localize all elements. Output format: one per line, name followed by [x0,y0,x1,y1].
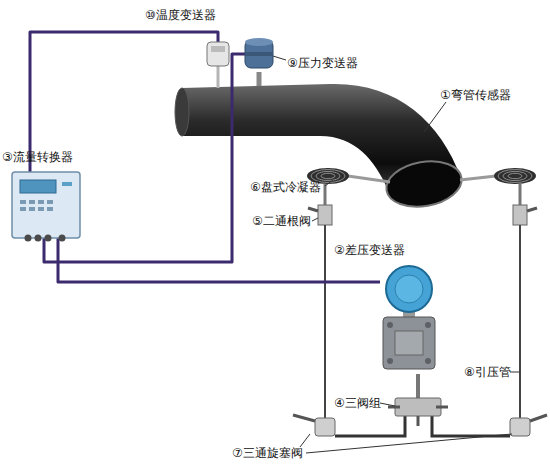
cock-handle [530,415,547,421]
transmitter-cap [211,46,225,52]
three-way-cock [315,418,335,436]
condenser-coil [321,173,335,178]
leader-line [312,218,318,221]
callout-label: ⑦三通旋塞阀 [232,446,303,460]
keypad-key [20,200,26,204]
pipe-opening [383,156,465,213]
three-way-cock [510,418,530,436]
device-label: ⑩温度变送器 [145,8,216,22]
device-shape [207,42,229,66]
leader-line [380,403,395,406]
device-label: ⑨压力变送器 [287,56,358,70]
cable-gland [25,235,32,242]
tube [348,176,390,182]
valve-manifold [395,398,441,416]
transmitter-band [245,52,273,56]
transmitter-head [386,266,432,312]
flange-bolt [387,322,393,328]
cable-gland [35,235,42,242]
keypad-key [47,207,53,211]
transmitter-cap [245,38,273,46]
callout-label: ⑥盘式冷凝器 [250,180,321,194]
callout-label: ⑤二通根阀 [252,214,311,228]
lcd-screen [20,180,56,193]
tube [416,374,420,398]
sensor-stem [257,72,262,86]
keypad-key [38,207,44,211]
device-shape [245,36,273,72]
valve-handle [417,416,420,426]
transmitter-cover [395,275,423,303]
condenser-coil [508,173,522,178]
condenser-coil [316,171,340,180]
impulse-pipe [324,225,326,418]
flange-bolt [425,322,431,328]
status-led [62,182,72,186]
transmitter-head [207,42,229,66]
converter-body [12,172,80,238]
device-node: ③流量转换器 [12,172,80,238]
device-node: ⑩温度变送器 [207,42,229,66]
root-valve [513,205,527,225]
leader-line [273,56,286,60]
leader-line [300,434,310,447]
pipe-end [175,88,189,136]
tube [460,176,496,180]
impulse-pipe [432,416,510,436]
device-node: ⑨压力变送器 [245,36,273,72]
sensor-stem [217,66,220,88]
signal-wire [58,238,380,282]
device-shape [380,265,438,375]
valve-handle [527,208,537,211]
keypad-key [29,207,35,211]
device-label: ②差压变送器 [334,243,405,257]
flange [395,331,423,355]
impulse-pipe [519,225,521,418]
leader-line [325,180,333,186]
valve-handle [436,406,448,409]
condenser-coil [498,170,532,183]
leader-line [510,372,520,373]
cock-handle [293,415,315,421]
device-label: ③流量转换器 [2,150,73,164]
flange-bolt [425,358,431,364]
keypad-key [38,200,44,204]
tube [324,184,327,205]
callout-label: ⑧引压管 [464,365,511,379]
condenser-coil [503,171,527,180]
root-valve [318,205,332,225]
callout-label: ①弯管传感器 [440,88,511,102]
sensor-body [383,317,435,369]
impulse-pipe [335,416,405,436]
cable-gland [59,235,66,242]
keypad-key [47,200,53,204]
device-node: ②差压变送器 [380,265,438,375]
keypad-key [20,207,26,211]
leader-line [424,102,446,132]
tube [519,184,522,205]
valve-handle [308,208,318,211]
cable-gland [45,235,52,242]
condenser [494,168,536,184]
device-shape [12,172,80,238]
flange-bolt [387,358,393,364]
leader-line [306,434,512,453]
keypad-key [29,200,35,204]
callout-label: ④三阀组 [334,396,381,410]
